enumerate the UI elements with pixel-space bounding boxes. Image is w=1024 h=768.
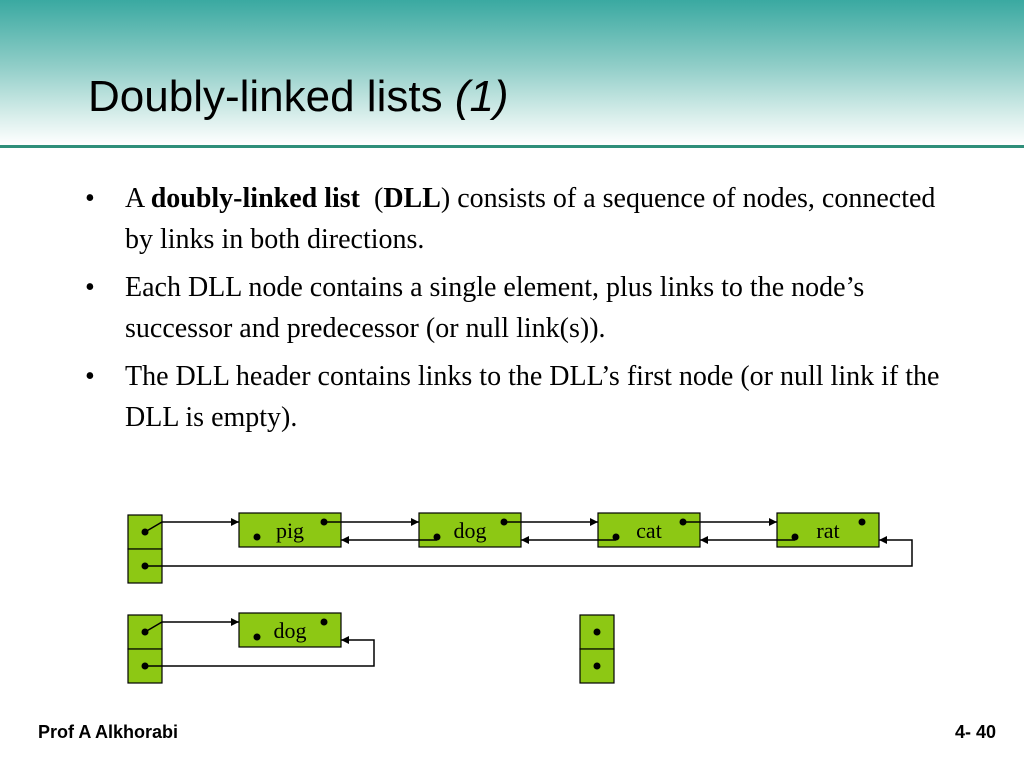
bullet-3-text: The DLL header contains links to the DLL…	[125, 361, 940, 433]
bullet-icon: •	[85, 272, 95, 303]
node2-label: dog	[274, 618, 307, 643]
bullet-item-1: • A doubly-linked list (DLL) consists of…	[85, 178, 945, 260]
header-band	[0, 0, 1024, 145]
bullet-icon: •	[85, 361, 95, 392]
header3-last-field	[579, 648, 615, 684]
pred-pointer-pig	[253, 533, 261, 541]
bullet-1-post: ) consists of a sequence of nodes, conne…	[125, 183, 936, 255]
header3-last-null	[593, 662, 601, 670]
link2-header-to-last	[145, 636, 375, 667]
bullet-item-3: • The DLL header contains links to the D…	[85, 356, 945, 438]
link-header-to-last	[145, 536, 913, 567]
link2-header-to-first	[144, 618, 239, 633]
footer-author: Prof A Alkhorabi	[38, 722, 179, 742]
bullet-2-text: Each DLL node contains a single element,…	[125, 272, 865, 344]
node2-pred-pointer	[253, 633, 261, 641]
pred-pointer-rat	[791, 533, 799, 541]
slide-title: Doubly-linked lists (1)	[88, 72, 509, 122]
pred-pointer-cat	[612, 533, 620, 541]
bullet-item-2: • Each DLL node contains a single elemen…	[85, 267, 945, 349]
title-main: Doubly-linked lists	[88, 72, 443, 121]
title-suffix: (1)	[454, 72, 509, 121]
node-label-cat: cat	[636, 518, 662, 543]
header-rule	[0, 145, 1024, 148]
bullet-1-pre: A	[125, 183, 151, 214]
dll-layer: pig dog cat rat dog	[127, 512, 913, 684]
bullet-1-abbr: DLL	[383, 183, 441, 214]
pred-pointer-dog	[433, 533, 441, 541]
link-header-to-first	[144, 518, 239, 533]
bullet-list: • A doubly-linked list (DLL) consists of…	[85, 178, 945, 445]
node2-succ-pointer	[320, 618, 328, 626]
node-label-pig: pig	[276, 518, 304, 543]
node-label-rat: rat	[816, 518, 839, 543]
header3-first-null	[593, 628, 601, 636]
succ-pointer-rat	[858, 518, 866, 526]
bullet-icon: •	[85, 183, 95, 214]
bullet-1-term: doubly-linked list	[150, 183, 360, 214]
node-label-dog: dog	[454, 518, 487, 543]
footer-page-number: 4- 40	[954, 722, 996, 742]
bullet-1-mid: (	[360, 183, 384, 214]
